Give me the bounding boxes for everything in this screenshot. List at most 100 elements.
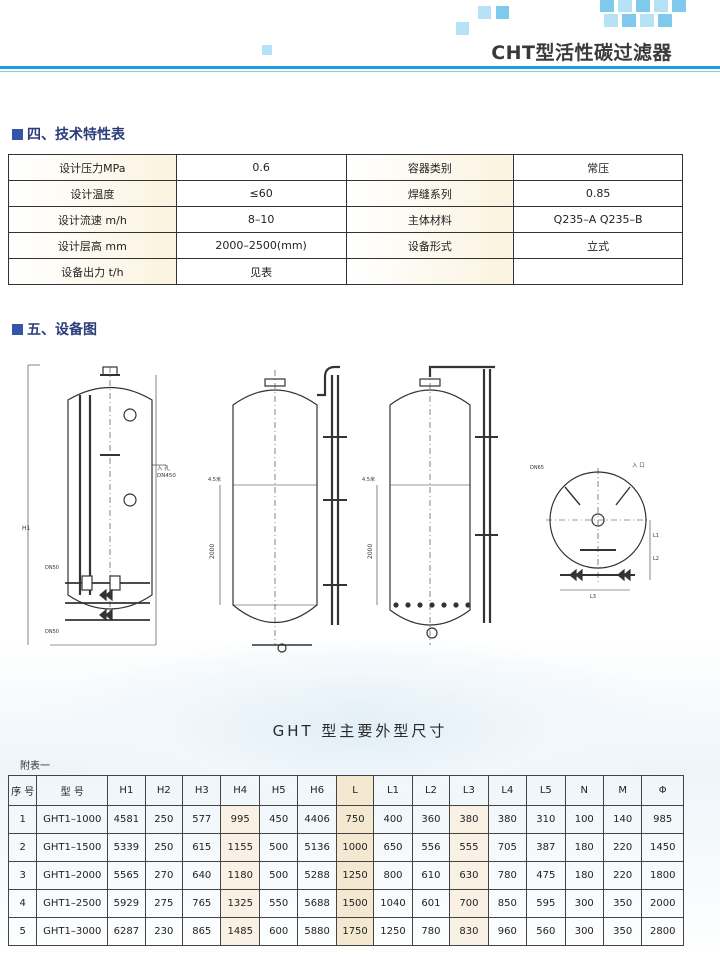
dims-cell: GHT1–2500 bbox=[36, 889, 109, 918]
dims-cell: 387 bbox=[526, 833, 566, 862]
square-bullet-icon bbox=[12, 129, 23, 140]
dims-cell: 300 bbox=[564, 917, 604, 946]
dims-cell: 1250 bbox=[335, 861, 375, 890]
dims-cell: 230 bbox=[144, 917, 184, 946]
dims-cell: 4581 bbox=[107, 805, 146, 834]
dims-cell: 2 bbox=[7, 833, 38, 862]
dims-cell: 4 bbox=[7, 889, 38, 918]
dims-cell: 830 bbox=[449, 917, 489, 946]
dims-header-cell: L2 bbox=[411, 775, 451, 806]
layer-height-label-2: 2000 bbox=[367, 544, 374, 559]
dims-cell: 780 bbox=[487, 861, 528, 890]
dims-cell: 475 bbox=[526, 861, 566, 890]
dims-cell: 5565 bbox=[107, 861, 146, 890]
dims-cell: GHT1–1500 bbox=[36, 833, 109, 862]
dims-cell: 1325 bbox=[220, 889, 260, 918]
dims-cell: 360 bbox=[411, 805, 451, 834]
dims-header-cell: M bbox=[602, 775, 643, 806]
dims-cell: 180 bbox=[564, 833, 604, 862]
dims-cell: 250 bbox=[144, 833, 184, 862]
dims-cell: 630 bbox=[449, 861, 489, 890]
dims-cell: 450 bbox=[258, 805, 299, 834]
dims-header-cell: Φ bbox=[641, 775, 684, 806]
dims-cell: 550 bbox=[258, 889, 299, 918]
spec-label-cell: 设备出力 t/h bbox=[8, 258, 177, 285]
dims-cell: GHT1–1000 bbox=[36, 805, 109, 834]
spec-value-cell: 8–10 bbox=[175, 206, 347, 233]
dims-cell: 595 bbox=[526, 889, 566, 918]
dims-cell: 500 bbox=[258, 833, 299, 862]
h1-label: H1 bbox=[22, 525, 31, 532]
dim-l3-label: L3 bbox=[590, 594, 596, 600]
dims-header-cell: H5 bbox=[258, 775, 299, 806]
dims-cell: GHT1–3000 bbox=[36, 917, 109, 946]
spec-label-cell bbox=[345, 258, 515, 285]
drain-dn-label: DN50 bbox=[45, 629, 59, 635]
dims-header-cell: 型 号 bbox=[36, 775, 109, 806]
dims-header-cell: N bbox=[564, 775, 604, 806]
dims-cell: 500 bbox=[258, 861, 299, 890]
spec-value-cell: Q235–A Q235–B bbox=[513, 206, 683, 233]
dims-cell: GHT1–2000 bbox=[36, 861, 109, 890]
dims-cell: 6287 bbox=[107, 917, 146, 946]
spec-label-cell: 设计层高 mm bbox=[8, 232, 177, 259]
dims-header-cell: L bbox=[335, 775, 375, 806]
dims-header-cell: H1 bbox=[107, 775, 146, 806]
dims-cell: 400 bbox=[373, 805, 413, 834]
dims-cell: 577 bbox=[182, 805, 222, 834]
equipment-drawing: H1 入 孔 DN450 DN50 DN50 bbox=[22, 364, 659, 653]
dims-cell: 650 bbox=[373, 833, 413, 862]
dims-cell: 800 bbox=[373, 861, 413, 890]
dims-cell: 750 bbox=[335, 805, 375, 834]
dims-cell: 865 bbox=[182, 917, 222, 946]
spec-value-cell: 常压 bbox=[513, 154, 683, 181]
dims-cell: 250 bbox=[144, 805, 184, 834]
dims-cell: 1750 bbox=[335, 917, 375, 946]
product-title: CHT型活性碳过滤器 bbox=[491, 42, 672, 64]
dims-cell: 1040 bbox=[373, 889, 413, 918]
spec-label-cell: 容器类别 bbox=[345, 154, 515, 181]
dims-cell: 765 bbox=[182, 889, 222, 918]
spec-value-cell: ≤60 bbox=[175, 180, 347, 207]
spec-value-cell: 见表 bbox=[175, 258, 347, 285]
dims-cell: 1000 bbox=[335, 833, 375, 862]
dims-header-cell: H6 bbox=[297, 775, 337, 806]
dims-cell: 960 bbox=[487, 917, 528, 946]
dims-cell: 615 bbox=[182, 833, 222, 862]
dims-cell: 270 bbox=[144, 861, 184, 890]
dims-cell: 600 bbox=[258, 917, 299, 946]
height-mark-label-2: 4.5米 bbox=[362, 476, 375, 483]
header-rule-thin bbox=[0, 71, 720, 72]
outlet-dn-label: DN50 bbox=[45, 565, 59, 571]
square-bullet-icon bbox=[12, 324, 23, 335]
dims-cell: 1485 bbox=[220, 917, 260, 946]
side-view-with-pipework: H1 入 孔 DN450 DN50 DN50 bbox=[22, 364, 176, 646]
spec-value-cell: 0.85 bbox=[513, 180, 683, 207]
dims-header-cell: L1 bbox=[373, 775, 413, 806]
dims-cell: 850 bbox=[487, 889, 528, 918]
dims-header-cell: H2 bbox=[144, 775, 184, 806]
inlet-label: 入 口 bbox=[632, 462, 645, 469]
dims-header-cell: H4 bbox=[220, 775, 260, 806]
dims-cell: 995 bbox=[220, 805, 260, 834]
spec-label-cell: 设计温度 bbox=[8, 180, 177, 207]
front-view-vessel-2: 4.5米 2000 bbox=[362, 365, 498, 645]
spec-label-cell: 焊缝系列 bbox=[345, 180, 515, 207]
dims-cell: 560 bbox=[526, 917, 566, 946]
dims-cell: 380 bbox=[449, 805, 489, 834]
height-mark-label: 4.5米 bbox=[208, 476, 221, 483]
manhole-dn-label: DN450 bbox=[157, 473, 176, 479]
manhole-label: 入 孔 bbox=[157, 464, 170, 472]
appendix-label: 附表一 bbox=[20, 761, 50, 772]
dims-header-cell: H3 bbox=[182, 775, 222, 806]
spec-label-cell: 主体材料 bbox=[345, 206, 515, 233]
dims-cell: 220 bbox=[602, 833, 643, 862]
